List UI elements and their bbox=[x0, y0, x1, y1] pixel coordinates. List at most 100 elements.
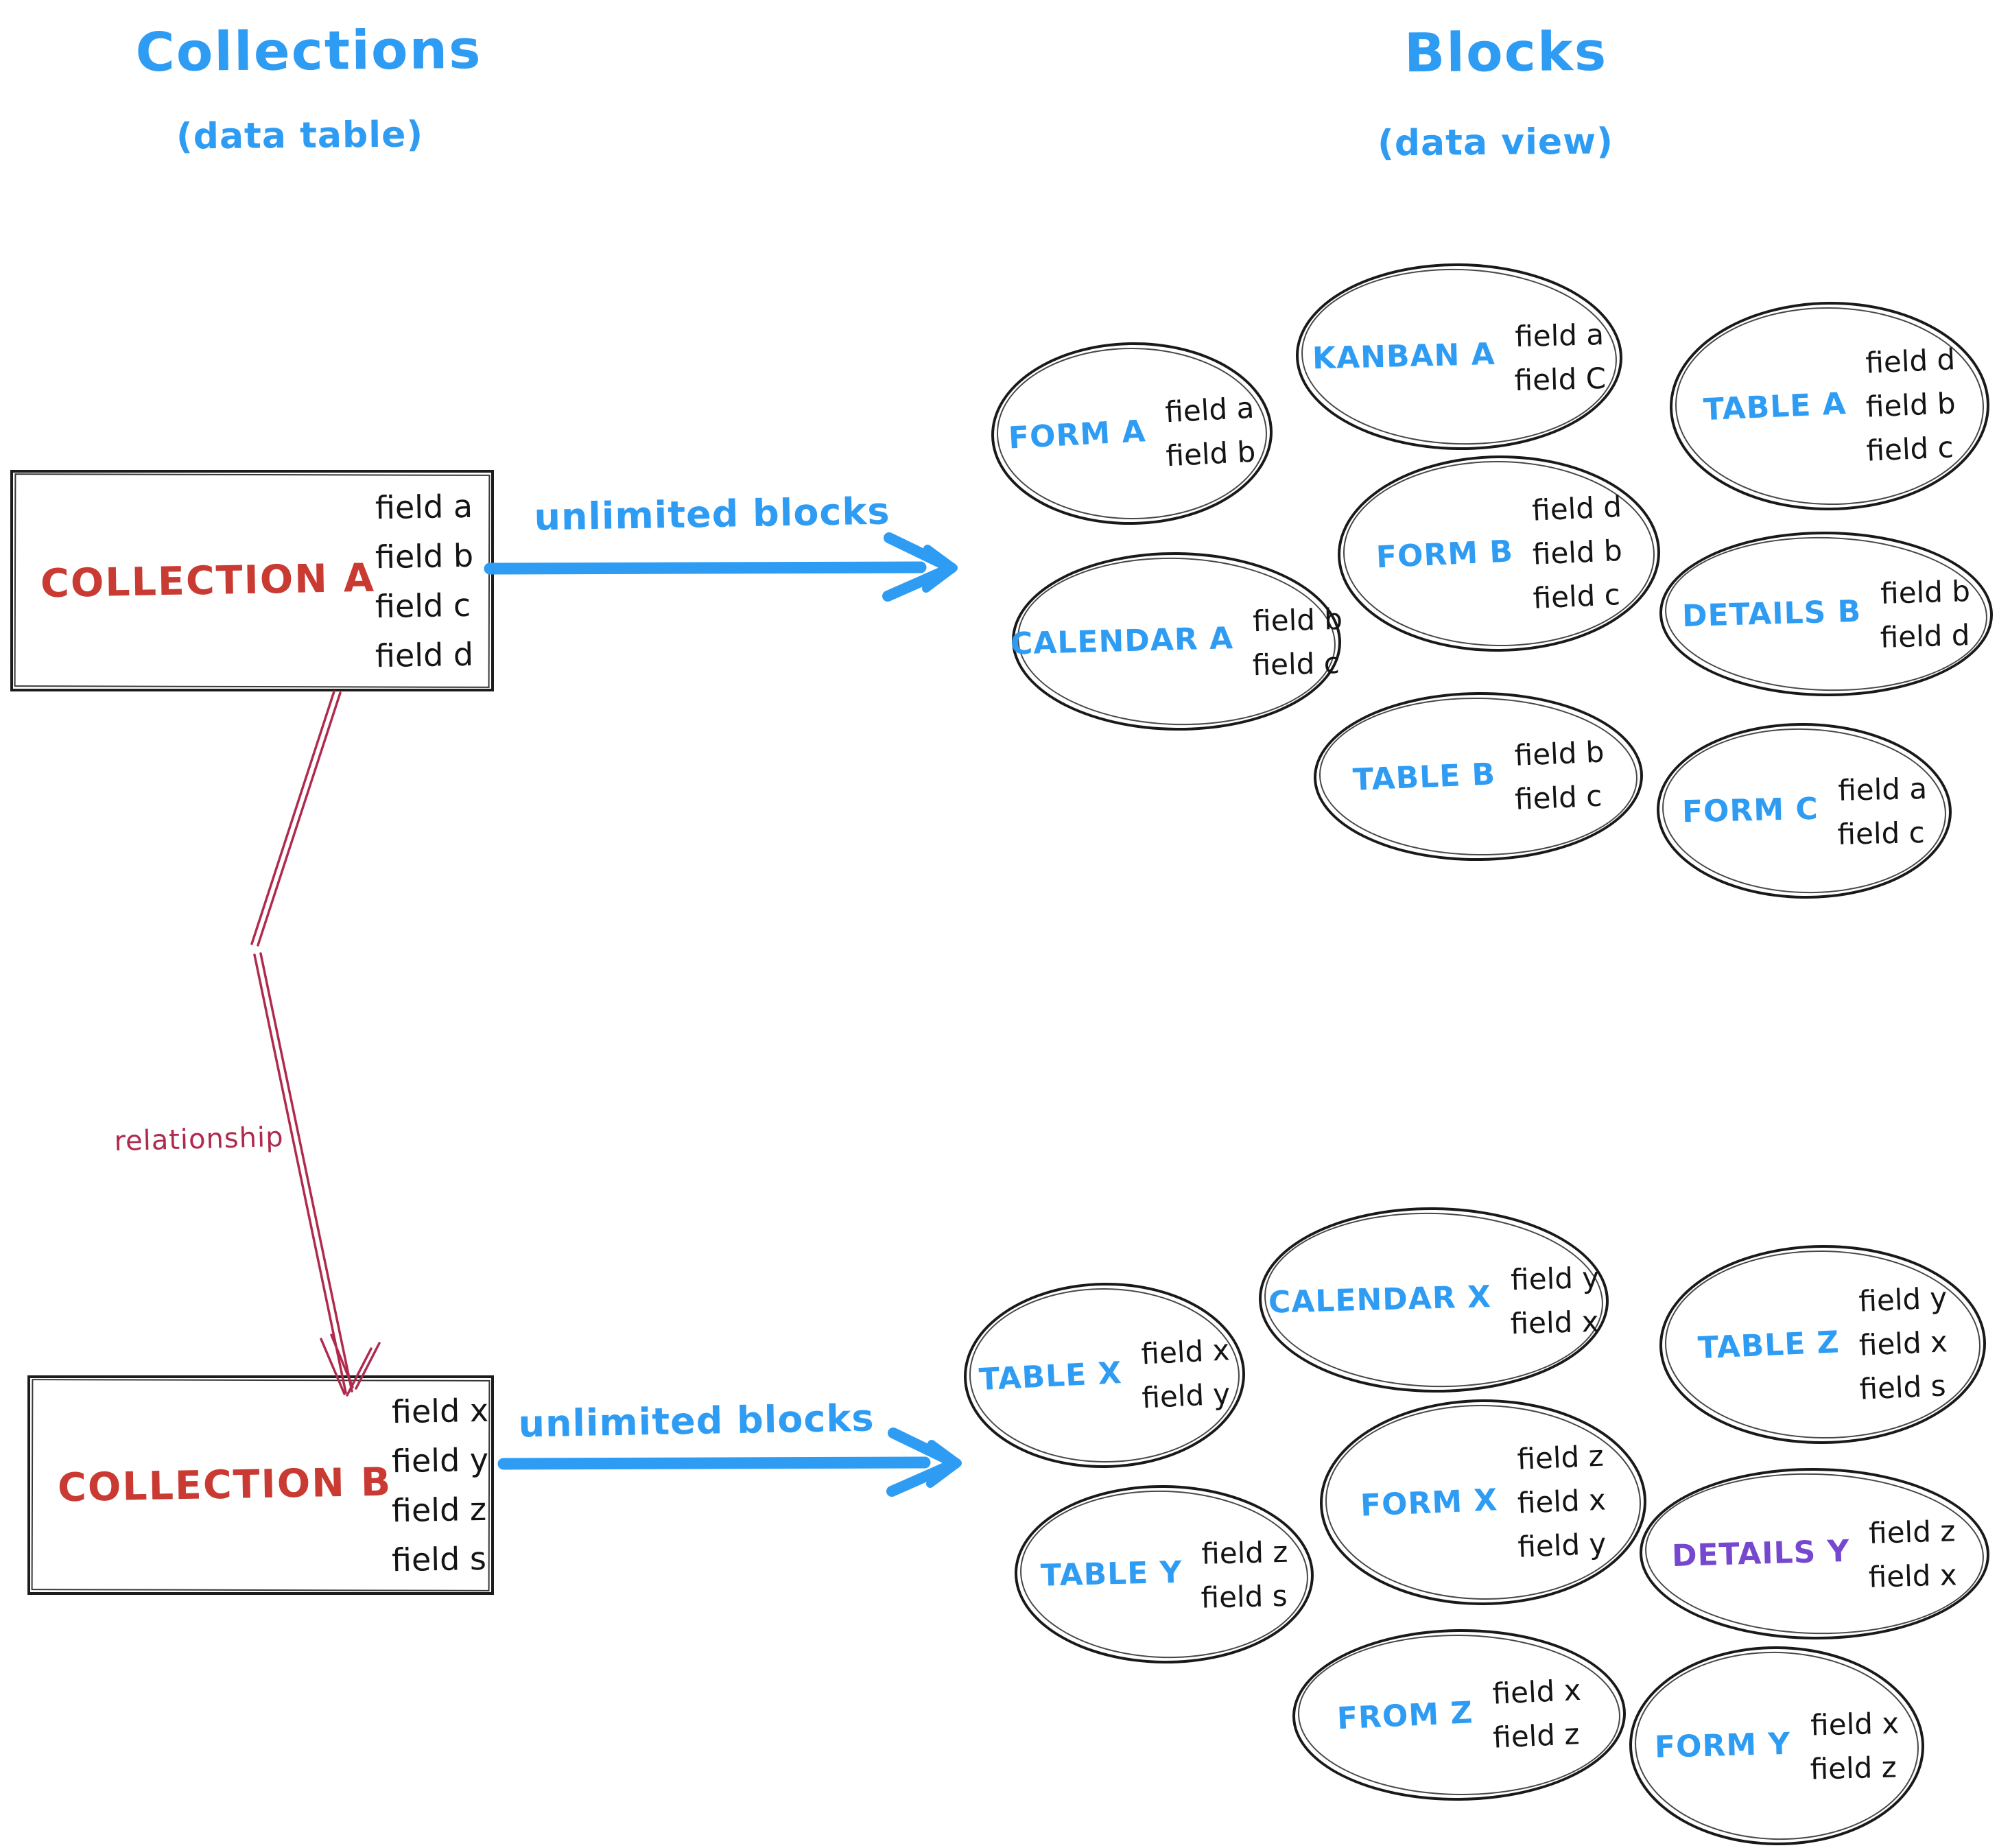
block-ellipse-form-c: FORM C field a field c bbox=[1655, 721, 1953, 901]
block-field: field x bbox=[1510, 1304, 1600, 1341]
block-field: field a bbox=[1514, 318, 1605, 354]
block-ellipse-form-a: FORM A field a field b bbox=[989, 340, 1275, 528]
block-label: TABLE Z bbox=[1697, 1324, 1841, 1366]
block-fields: field d field b field c bbox=[1865, 342, 1956, 468]
relationship-arrow bbox=[250, 690, 381, 1397]
unlimited-blocks-label-bottom: unlimited blocks bbox=[518, 1396, 875, 1446]
block-ellipse-kanban-a: KANBAN A field a field C bbox=[1294, 261, 1624, 452]
block-ellipse-calendar-x: CALENDAR X field y field x bbox=[1257, 1205, 1610, 1395]
block-field: field C bbox=[1513, 361, 1607, 398]
block-label: FORM B bbox=[1375, 533, 1514, 575]
block-ellipse-details-y: DETAILS Y field z field x bbox=[1639, 1467, 1990, 1641]
block-ellipse-form-x: FORM X field z field x field y bbox=[1319, 1398, 1648, 1607]
block-label: FORM Y bbox=[1654, 1726, 1792, 1765]
block-label: FORM C bbox=[1681, 791, 1819, 829]
block-field: field a bbox=[1164, 390, 1255, 429]
block-label: DETAILS Y bbox=[1671, 1533, 1850, 1574]
block-label: FROM Z bbox=[1336, 1694, 1474, 1736]
block-fields: field b field c bbox=[1513, 735, 1605, 816]
block-field: field c bbox=[1252, 645, 1340, 683]
block-field: field x bbox=[1810, 1706, 1900, 1742]
collection-a-field: field c bbox=[375, 586, 471, 625]
block-fields: field z field s bbox=[1201, 1535, 1289, 1615]
block-field: field z bbox=[1868, 1514, 1956, 1550]
collection-b-box: COLLECTION B field x field y field z fie… bbox=[27, 1375, 494, 1595]
block-label: TABLE B bbox=[1351, 756, 1496, 798]
block-fields: field y field x field s bbox=[1858, 1281, 1948, 1406]
block-field: field s bbox=[1858, 1369, 1947, 1406]
block-field: field c bbox=[1532, 578, 1621, 615]
block-label: DETAILS B bbox=[1681, 593, 1862, 634]
block-fields: field x field z bbox=[1491, 1672, 1582, 1755]
block-fields: field a field c bbox=[1836, 771, 1928, 851]
block-field: field c bbox=[1865, 430, 1954, 468]
block-label: CALENDAR A bbox=[1010, 620, 1234, 662]
block-fields: field b field d bbox=[1880, 574, 1971, 654]
block-fields: field y field x bbox=[1510, 1261, 1600, 1341]
unlimited-blocks-label-top: unlimited blocks bbox=[534, 489, 890, 539]
block-field: field c bbox=[1836, 815, 1925, 851]
collections-title: Collections bbox=[135, 19, 482, 84]
block-field: field z bbox=[1516, 1438, 1605, 1476]
block-field: field y bbox=[1858, 1281, 1948, 1318]
block-ellipse-table-b: TABLE B field b field c bbox=[1313, 691, 1644, 862]
block-ellipse-form-y: FORM Y field x field z bbox=[1628, 1645, 1926, 1847]
block-ellipse-table-y: TABLE Y field z field s bbox=[1013, 1483, 1315, 1666]
block-field: field s bbox=[1201, 1578, 1288, 1615]
arrow-collection-a-to-blocks bbox=[484, 532, 958, 602]
block-fields: field d field b field c bbox=[1530, 489, 1623, 615]
block-field: field y bbox=[1141, 1377, 1231, 1415]
block-field: field b bbox=[1865, 386, 1956, 424]
block-field: field z bbox=[1492, 1717, 1581, 1755]
block-label: FORM X bbox=[1360, 1482, 1499, 1524]
collections-subtitle: (data table) bbox=[176, 114, 424, 158]
collection-b-field: field z bbox=[391, 1490, 487, 1530]
collection-a-fields: field a field b field c field d bbox=[375, 487, 474, 674]
collection-a-label: COLLECTION A bbox=[40, 555, 376, 606]
block-field: field z bbox=[1809, 1750, 1897, 1786]
block-ellipse-table-a: TABLE A field d field b field c bbox=[1668, 300, 1991, 512]
block-field: field z bbox=[1201, 1535, 1289, 1571]
block-field: field x bbox=[1868, 1558, 1958, 1594]
block-fields: field z field x field y bbox=[1516, 1438, 1607, 1564]
block-field: field b bbox=[1880, 574, 1971, 611]
collection-a-box: COLLECTION A field a field b field c fie… bbox=[10, 470, 494, 691]
block-field: field x bbox=[1140, 1333, 1231, 1371]
block-field: field b bbox=[1513, 735, 1605, 772]
block-fields: field z field x bbox=[1868, 1514, 1958, 1594]
block-field: field x bbox=[1491, 1672, 1582, 1711]
blocks-subtitle: (data view) bbox=[1377, 121, 1614, 165]
collection-a-field: field b bbox=[375, 536, 474, 576]
block-ellipse-details-b: DETAILS B field b field d bbox=[1659, 530, 1994, 698]
block-ellipse-table-z: TABLE Z field y field x field s bbox=[1658, 1243, 1987, 1446]
block-field: field b bbox=[1165, 434, 1257, 473]
block-ellipse-form-b: FORM B field d field b field c bbox=[1336, 453, 1662, 654]
block-field: field a bbox=[1837, 771, 1928, 807]
collection-a-field: field d bbox=[375, 635, 474, 674]
block-field: field d bbox=[1530, 489, 1622, 528]
block-field: field b bbox=[1531, 533, 1623, 571]
block-fields: field x field y bbox=[1140, 1333, 1231, 1415]
block-field: field d bbox=[1865, 342, 1956, 380]
block-field: field d bbox=[1880, 618, 1971, 654]
block-fields: field a field C bbox=[1513, 318, 1607, 398]
block-label: FORM A bbox=[1008, 413, 1148, 456]
block-ellipse-calendar-a: CALENDAR A field b field c bbox=[1010, 550, 1343, 733]
block-label: TABLE A bbox=[1703, 386, 1848, 427]
block-ellipse-from-z: FROM Z field x field z bbox=[1291, 1627, 1627, 1803]
collection-b-field: field s bbox=[391, 1539, 487, 1579]
block-label: TABLE Y bbox=[1040, 1554, 1183, 1594]
blocks-title: Blocks bbox=[1404, 21, 1608, 85]
block-field: field b bbox=[1252, 602, 1343, 639]
block-field: field y bbox=[1517, 1526, 1607, 1564]
block-field: field x bbox=[1516, 1482, 1607, 1520]
block-field: field x bbox=[1858, 1325, 1948, 1362]
block-field: field c bbox=[1513, 779, 1603, 816]
collection-a-field: field a bbox=[375, 487, 473, 526]
block-fields: field a field b bbox=[1164, 390, 1257, 473]
collection-b-label: COLLECTION B bbox=[57, 1459, 392, 1511]
block-label: TABLE X bbox=[978, 1355, 1123, 1397]
collection-b-field: field y bbox=[391, 1441, 489, 1480]
relationship-label: relationship bbox=[113, 1121, 285, 1158]
